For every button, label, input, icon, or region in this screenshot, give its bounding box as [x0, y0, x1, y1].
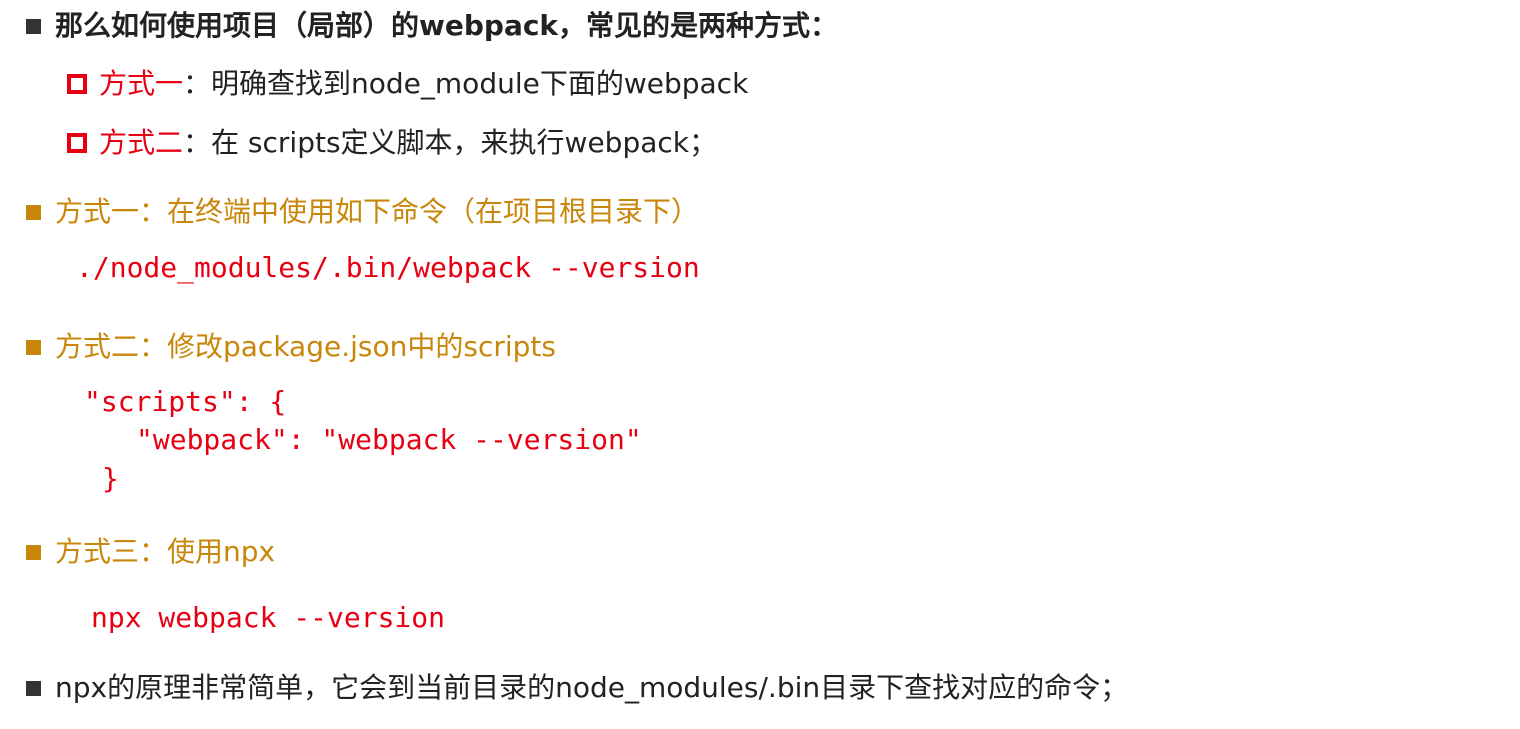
method1-title: 方式一：在终端中使用如下命令（在项目根目录下）: [55, 195, 700, 228]
method2-code-line-3: }: [102, 462, 119, 495]
hollow-square-bullet-icon: [67, 133, 87, 153]
method-intro-1: 方式一 ： 明确查找到node_module下面的webpack: [67, 67, 748, 101]
method3-title-row: 方式三：使用npx: [26, 535, 275, 569]
method2-code-line-2: "webpack": "webpack --version": [136, 423, 642, 456]
square-bullet-icon: [26, 544, 41, 560]
footer-row: npx的原理非常简单，它会到当前目录的node_modules/.bin目录下查…: [26, 671, 1128, 705]
method1-code: ./node_modules/.bin/webpack --version: [76, 251, 700, 284]
method-intro-2-text: 在 scripts定义脚本，来执行webpack；: [211, 126, 717, 159]
method-intro-1-sep: ：: [183, 67, 212, 100]
footer-text: npx的原理非常简单，它会到当前目录的node_modules/.bin目录下查…: [55, 671, 1129, 704]
method-intro-1-text: 明确查找到node_module下面的webpack: [211, 67, 749, 100]
square-bullet-icon: [26, 339, 41, 355]
method-intro-1-label: 方式一: [99, 67, 184, 100]
heading-row: 那么如何使用项目（局部）的webpack，常见的是两种方式：: [26, 9, 838, 43]
square-bullet-icon: [26, 18, 41, 34]
method-intro-2-label: 方式二: [99, 126, 184, 159]
method2-title: 方式二：修改package.json中的scripts: [55, 330, 556, 363]
method3-title: 方式三：使用npx: [55, 535, 276, 568]
square-bullet-icon: [26, 204, 41, 220]
method2-title-row: 方式二：修改package.json中的scripts: [26, 330, 556, 364]
method-intro-2: 方式二 ： 在 scripts定义脚本，来执行webpack；: [67, 126, 717, 160]
square-bullet-icon: [26, 680, 41, 696]
hollow-square-bullet-icon: [67, 74, 87, 94]
method1-title-row: 方式一：在终端中使用如下命令（在项目根目录下）: [26, 195, 699, 229]
method2-code-line-1: "scripts": {: [84, 385, 287, 418]
heading-text: 那么如何使用项目（局部）的webpack，常见的是两种方式：: [55, 9, 839, 42]
method-intro-2-sep: ：: [183, 126, 212, 159]
method3-code: npx webpack --version: [91, 601, 446, 634]
